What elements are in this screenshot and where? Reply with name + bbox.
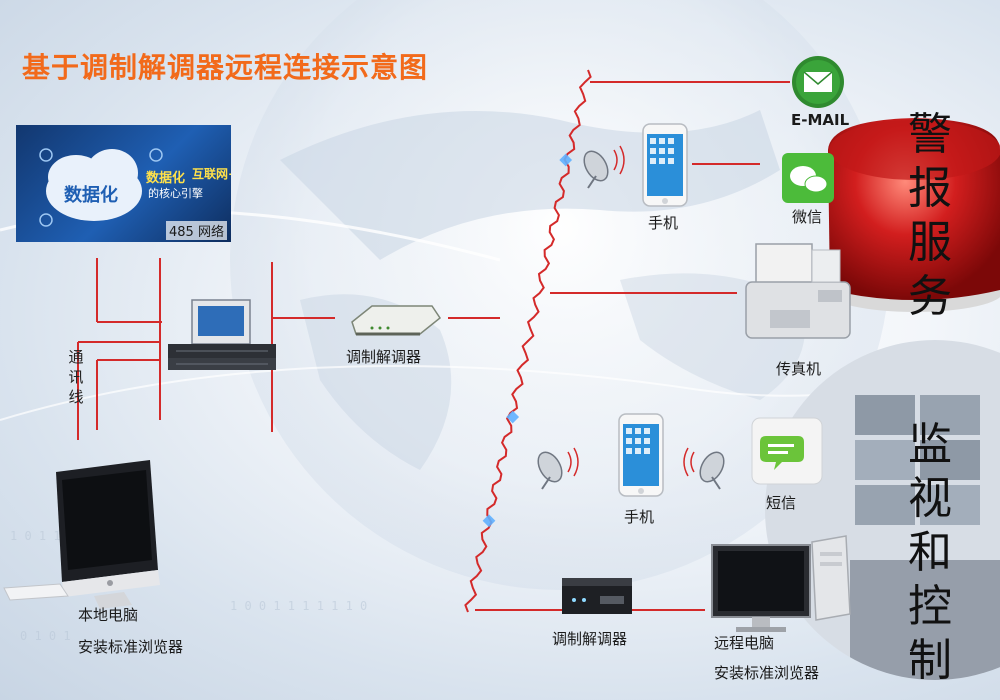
remote-pc-label-2: 安装标准浏览器 bbox=[714, 664, 820, 682]
phone-top-label: 手机 bbox=[648, 214, 679, 232]
cloud-icon bbox=[39, 148, 163, 227]
modem-bottom-label: 调制解调器 bbox=[552, 630, 628, 648]
remote-pc-label-1: 远程电脑 bbox=[714, 634, 775, 652]
satellite-dish-icon bbox=[583, 145, 625, 189]
sms-label: 短信 bbox=[766, 494, 797, 512]
svg-text:0 1 0 1: 0 1 0 1 bbox=[20, 629, 71, 643]
local-pc-label-2: 安装标准浏览器 bbox=[78, 638, 184, 656]
wechat-label: 微信 bbox=[792, 208, 823, 226]
banner-tagline-1: 数据化 bbox=[146, 171, 186, 186]
email-label: E-MAIL bbox=[791, 111, 850, 129]
banner-tagline-2: 互联网+ bbox=[192, 167, 231, 181]
monitor-control-title: 监视和控制 bbox=[908, 419, 952, 686]
phone-mid-label: 手机 bbox=[624, 508, 655, 526]
local-pc-label-1: 本地电脑 bbox=[78, 606, 139, 624]
banner-tagline-3: 的核心引擎 bbox=[148, 187, 203, 200]
fax-label: 传真机 bbox=[776, 360, 822, 378]
svg-text:1 0 0 1 1 1 1 1 1 0: 1 0 0 1 1 1 1 1 1 0 bbox=[230, 599, 367, 613]
network-banner: 数据化 数据化 互联网+ 的核心引擎 485 网络 bbox=[16, 125, 231, 242]
satellite-dish-icon bbox=[683, 447, 725, 490]
banner-network-label: 485 网络 bbox=[166, 221, 227, 240]
diagram-title: 基于调制解调器远程连接示意图 bbox=[22, 51, 429, 84]
alarm-service-title: 警报服务 bbox=[908, 109, 952, 322]
satellite-dish-icon bbox=[537, 447, 579, 490]
comm-line-label: 通讯线 bbox=[68, 348, 84, 406]
modem-left-label: 调制解调器 bbox=[346, 348, 422, 366]
banner-headline: 数据化 bbox=[64, 185, 118, 206]
